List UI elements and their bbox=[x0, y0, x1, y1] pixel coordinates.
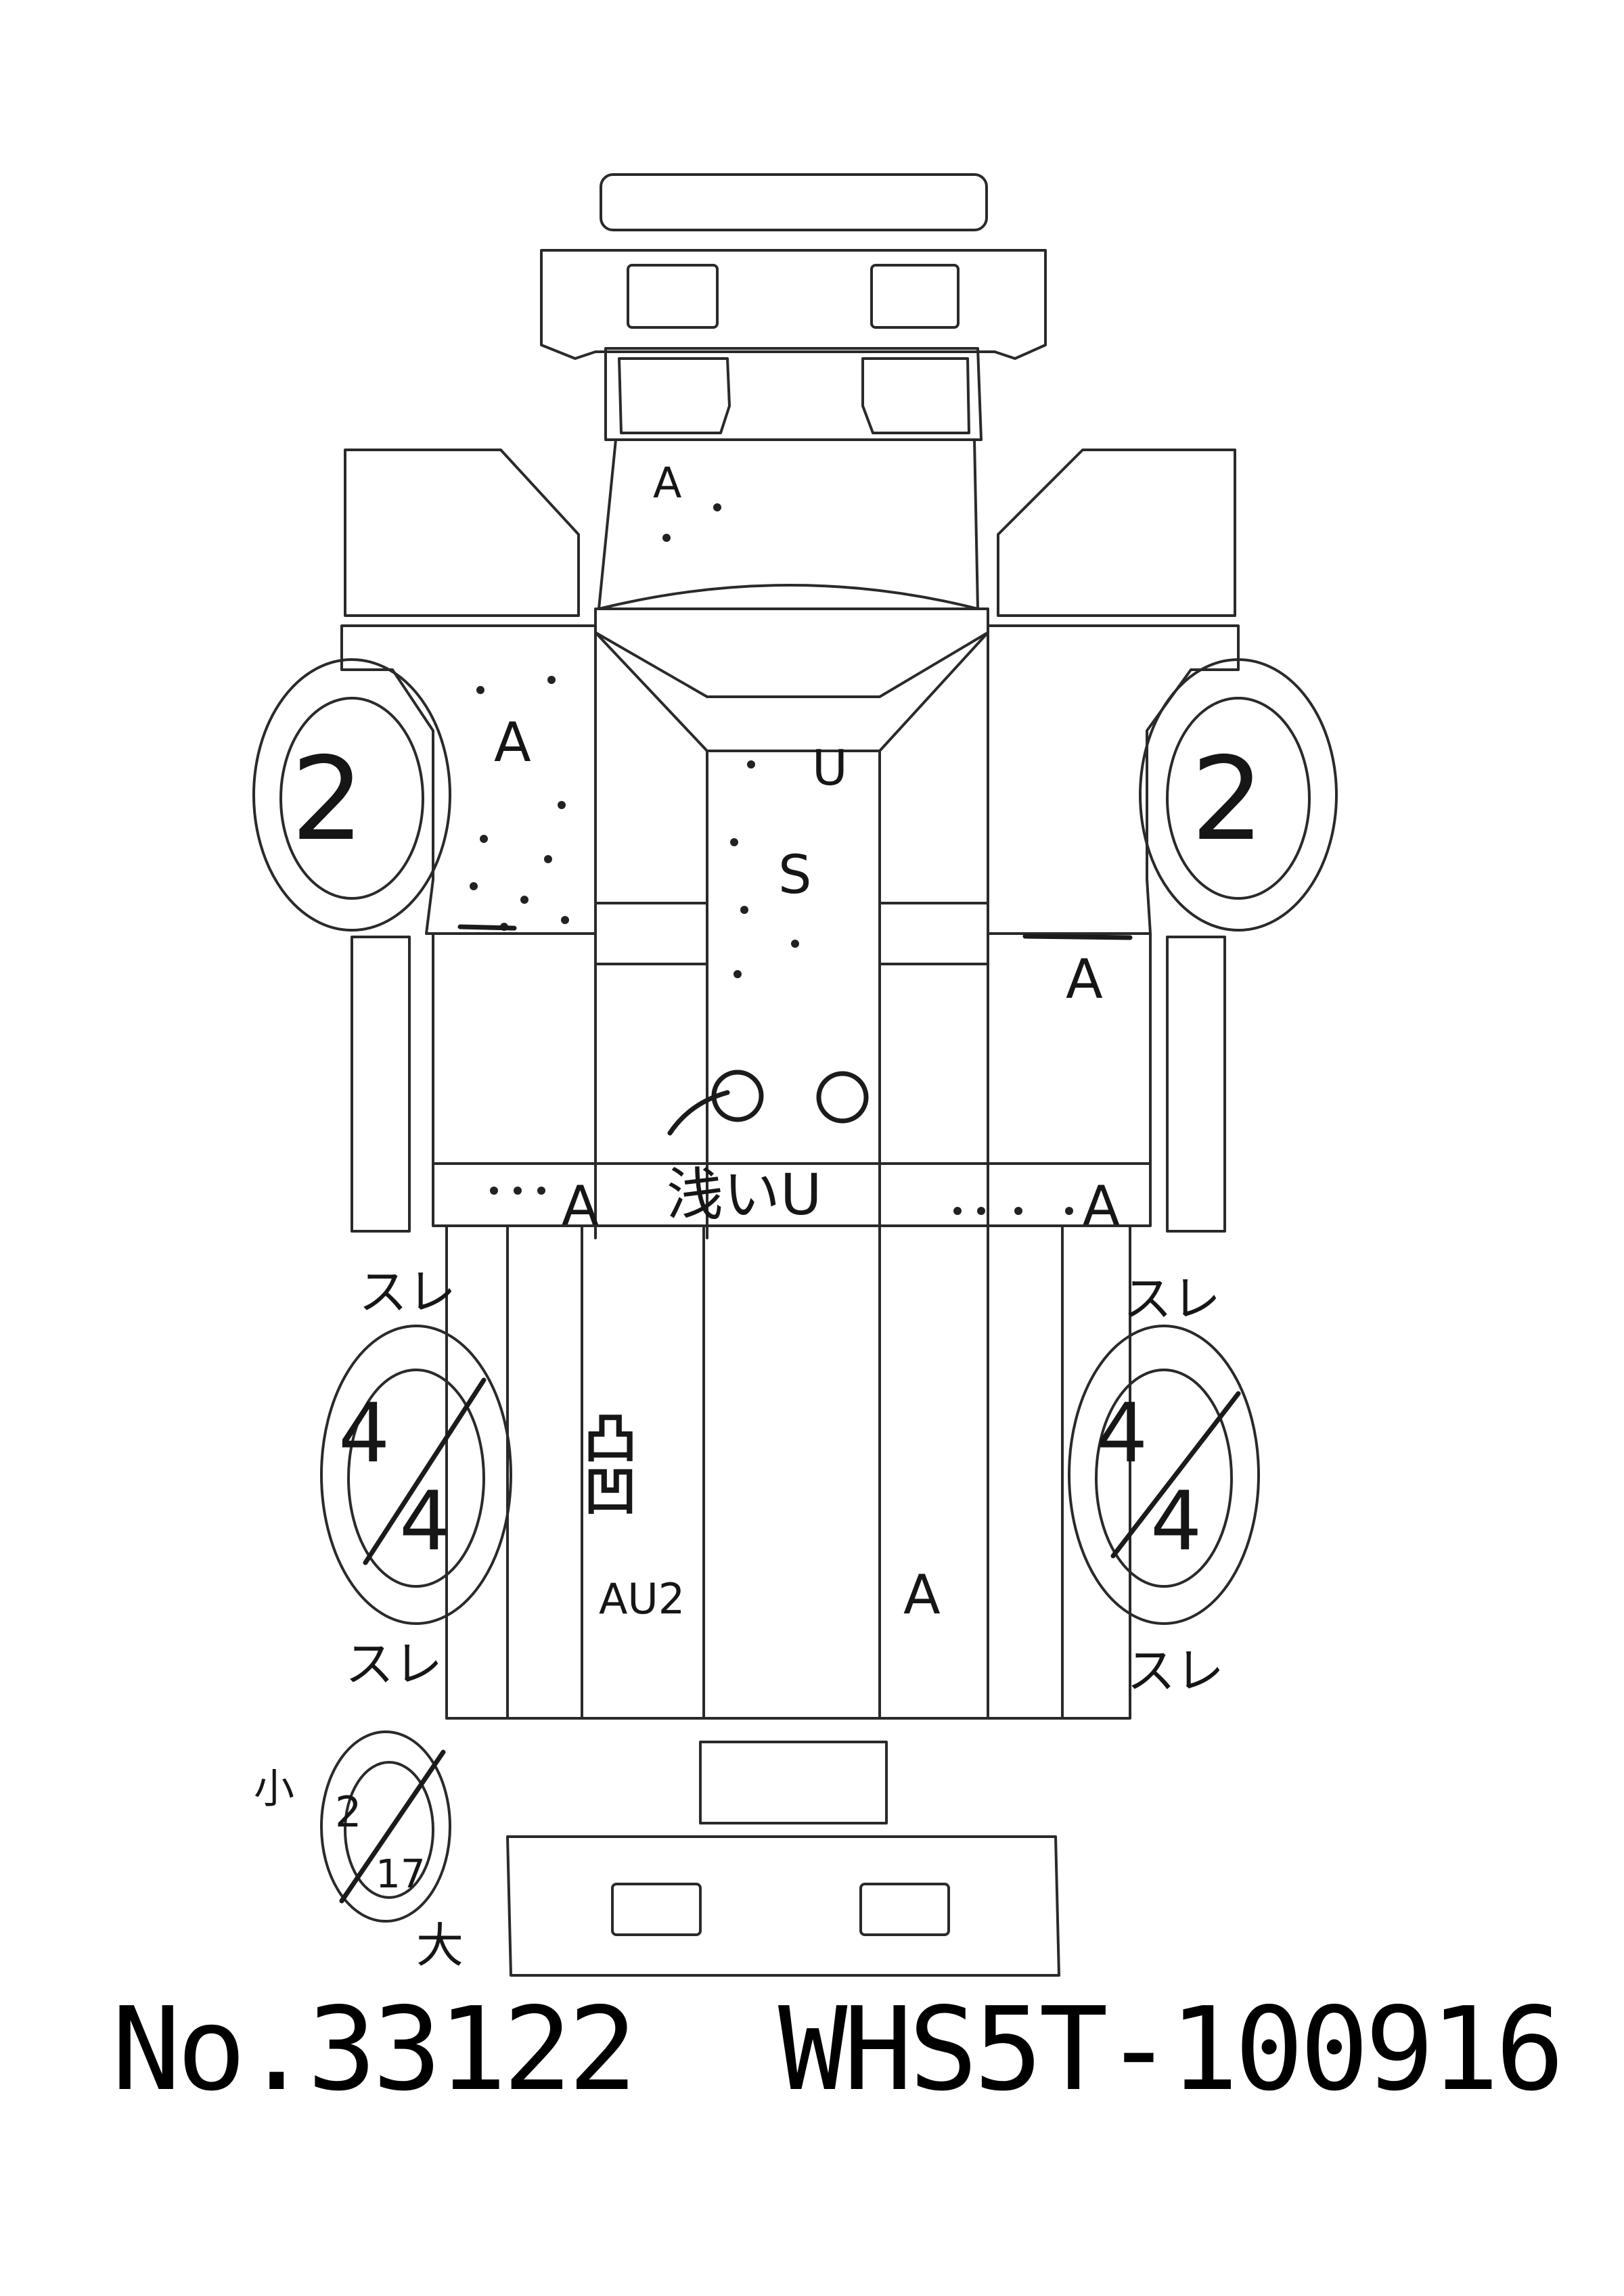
note-dent-mark: 凸凹 bbox=[575, 1410, 636, 1516]
scratch-rear-left-upper: スレ bbox=[359, 1264, 456, 1321]
note-hood: A bbox=[653, 458, 681, 507]
front-bumper bbox=[540, 173, 1047, 360]
circled-dent-marks bbox=[667, 1070, 869, 1136]
note-roof-s: S bbox=[778, 845, 812, 906]
sill-bar bbox=[432, 1162, 1152, 1227]
damage-dots bbox=[457, 503, 1133, 1215]
tire-rear-right-bottom: 4 bbox=[1150, 1475, 1202, 1569]
note-left-rear-panel: AU2 bbox=[599, 1574, 685, 1624]
footer-chassis-number: WHS5T-100916 bbox=[778, 1983, 1564, 2117]
center-body bbox=[594, 607, 989, 1239]
note-right-front-door: A bbox=[1066, 948, 1103, 1011]
tire-rear-left-bottom: 4 bbox=[399, 1475, 451, 1569]
front-panel bbox=[604, 347, 983, 441]
tire-front-right bbox=[1139, 658, 1338, 932]
tire-rear-left bbox=[320, 1325, 512, 1625]
tire-front-left-reading: 2 bbox=[291, 733, 364, 867]
front-fenders bbox=[340, 449, 1240, 935]
tire-spare bbox=[320, 1730, 451, 1923]
tire-rear-right-top: 4 bbox=[1096, 1387, 1148, 1481]
tire-rear-left-top: 4 bbox=[338, 1387, 390, 1481]
tire-spare-top: 2 bbox=[335, 1787, 361, 1837]
note-right-sill: A bbox=[1083, 1174, 1120, 1237]
note-center-mark: 浅いU bbox=[667, 1162, 821, 1228]
rear-tailgate bbox=[506, 1741, 1060, 1977]
tire-front-right-reading: 2 bbox=[1191, 733, 1264, 867]
tire-spare-bottom: 17 bbox=[376, 1851, 426, 1897]
tire-front-left bbox=[252, 658, 451, 932]
note-roof-u: U bbox=[812, 739, 848, 796]
scratch-rear-left-lower: スレ bbox=[345, 1636, 443, 1693]
rear-body bbox=[445, 1224, 1131, 1720]
scratch-rear-right-upper: スレ bbox=[1123, 1270, 1221, 1327]
scratch-rear-right-lower: スレ bbox=[1127, 1643, 1224, 1699]
footer-number: No.33122 bbox=[112, 1983, 637, 2117]
tire-spare-large: 大 bbox=[416, 1918, 464, 1973]
note-left-sill: A bbox=[562, 1174, 599, 1237]
tire-rear-right bbox=[1068, 1325, 1260, 1625]
note-left-front-fender: A bbox=[494, 711, 531, 774]
tire-spare-small: 小 bbox=[254, 1766, 294, 1813]
note-right-rear-panel: A bbox=[903, 1563, 941, 1626]
